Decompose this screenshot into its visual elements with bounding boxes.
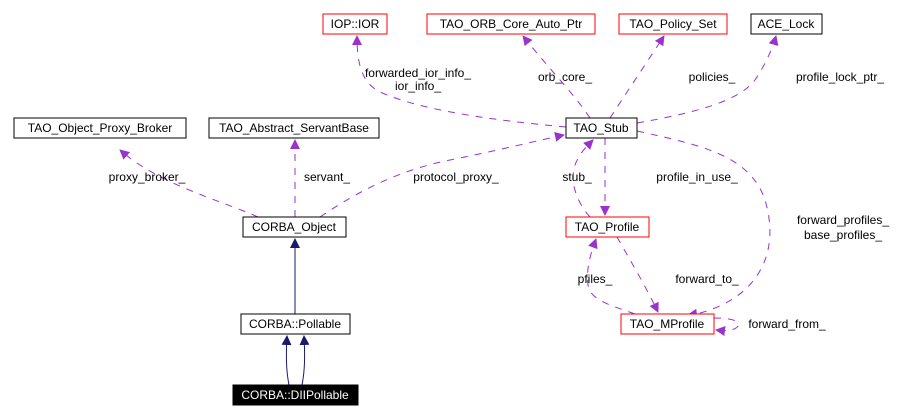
edge-label-protocol-proxy: protocol_proxy_: [413, 170, 499, 184]
node-ace-lock[interactable]: ACE_Lock: [750, 13, 823, 35]
node-label: TAO_ORB_Core_Auto_Ptr: [440, 17, 583, 31]
node-corba-diipollable: CORBA::DIIPollable: [232, 384, 359, 406]
edge-label-forward-from: forward_from_: [748, 317, 826, 331]
node-label: CORBA::DIIPollable: [241, 388, 349, 402]
node-ior[interactable]: IOP::IOR: [322, 13, 388, 35]
edge-label-forward-profiles: forward_profiles_: [797, 213, 889, 227]
node-label: TAO_Object_Proxy_Broker: [28, 121, 173, 135]
node-policy-set[interactable]: TAO_Policy_Set: [618, 13, 728, 35]
edge-mprofile-self: [713, 317, 739, 336]
edge-label-profile-lock-ptr: profile_lock_ptr_: [796, 70, 884, 84]
edge-label-ior-info: ior_info_: [395, 79, 441, 93]
edge-label-policies: policies_: [689, 70, 736, 84]
edge-label-servant: servant_: [304, 170, 350, 184]
edge-label-forwarded-ior-info: forwarded_ior_info_: [365, 66, 471, 80]
edge-label-proxy-broker: proxy_broker_: [109, 170, 186, 184]
edge-object-to-proxy-broker: [119, 149, 259, 218]
edge-stub-to-policy-set: [609, 35, 665, 119]
edge-stub-to-orb-core: [522, 35, 591, 119]
edge-label-orb-core: orb_core_: [538, 70, 592, 84]
edge-stub-to-ior: [352, 35, 567, 128]
edge-profile-to-stub: [572, 139, 594, 218]
edge-label-pfiles: pfiles_: [578, 272, 613, 286]
edge-diipollable-to-pollable-2: [299, 335, 310, 386]
node-label: TAO_MProfile: [630, 317, 705, 331]
edge-label-profile-in-use: profile_in_use_: [656, 170, 738, 184]
node-label: TAO_Stub: [573, 121, 628, 135]
node-tao-profile[interactable]: TAO_Profile: [565, 216, 650, 238]
edge-object-to-stub: [319, 131, 565, 218]
edge-mprofile-to-profile: [587, 238, 636, 315]
node-label: CORBA_Object: [252, 220, 337, 234]
edge-profile-to-mprofile: [616, 236, 659, 313]
node-label: TAO_Abstract_ServantBase: [219, 121, 369, 135]
edge-label-stub: stub_: [562, 170, 592, 184]
node-abstract-servant-base[interactable]: TAO_Abstract_ServantBase: [208, 117, 380, 139]
edge-label-base-profiles: base_profiles_: [804, 228, 882, 242]
edge-stub-to-mprofile: [636, 130, 771, 319]
edge-stub-to-ace-lock: [636, 35, 779, 124]
node-label: TAO_Policy_Set: [629, 17, 717, 31]
node-tao-mprofile[interactable]: TAO_MProfile: [620, 313, 715, 335]
node-orb-core-auto-ptr[interactable]: TAO_ORB_Core_Auto_Ptr: [426, 13, 596, 35]
node-tao-stub[interactable]: TAO_Stub: [565, 117, 638, 139]
node-corba-pollable[interactable]: CORBA::Pollable: [240, 313, 351, 335]
node-label: TAO_Profile: [575, 220, 640, 234]
node-label: ACE_Lock: [758, 17, 816, 31]
node-object-proxy-broker[interactable]: TAO_Object_Proxy_Broker: [13, 117, 187, 139]
edge-diipollable-to-pollable-1: [281, 335, 292, 386]
node-corba-object[interactable]: CORBA_Object: [242, 216, 347, 238]
node-label: CORBA::Pollable: [249, 317, 341, 331]
node-label: IOP::IOR: [331, 17, 380, 31]
edge-label-forward-to: forward_to_: [675, 272, 739, 286]
